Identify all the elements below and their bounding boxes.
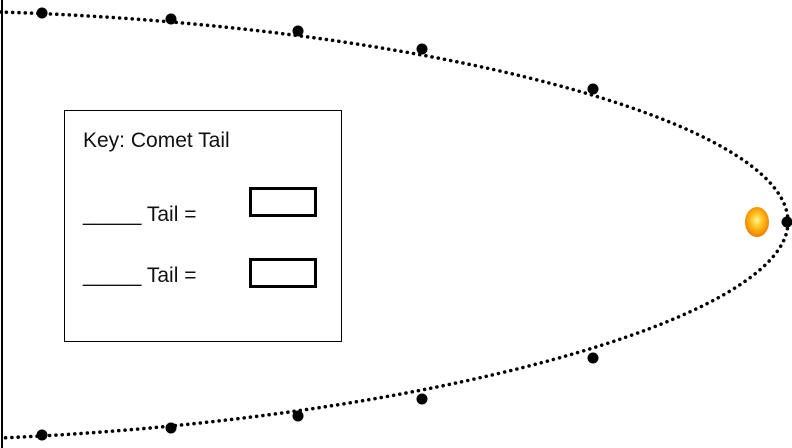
comet-tail-key: Key: Comet Tail _____ Tail = _____ Tail … [64, 110, 342, 342]
key-row-2: _____ Tail = [83, 264, 196, 288]
orbit-marker [292, 410, 304, 422]
orbit-marker [416, 393, 428, 405]
orbit-marker [781, 216, 792, 228]
key-blank-2: _____ [83, 264, 142, 287]
key-title: Key: Comet Tail [83, 129, 230, 152]
comet-position-markers [36, 7, 792, 441]
orbit-marker [165, 422, 177, 434]
key-label-2: Tail = [141, 264, 197, 287]
tail-swatch-1 [249, 187, 317, 217]
key-label-1: Tail = [141, 203, 197, 226]
key-row-1: _____ Tail = [83, 203, 196, 227]
orbit-marker [36, 429, 48, 441]
orbit-marker [587, 83, 599, 95]
orbit-marker [587, 352, 599, 364]
orbit-marker [36, 7, 48, 19]
key-blank-1: _____ [83, 203, 142, 226]
orbit-marker [165, 13, 177, 25]
tail-swatch-2 [249, 258, 317, 288]
orbit-marker [292, 25, 304, 37]
orbit-marker [416, 43, 428, 55]
sun-icon [745, 207, 769, 237]
